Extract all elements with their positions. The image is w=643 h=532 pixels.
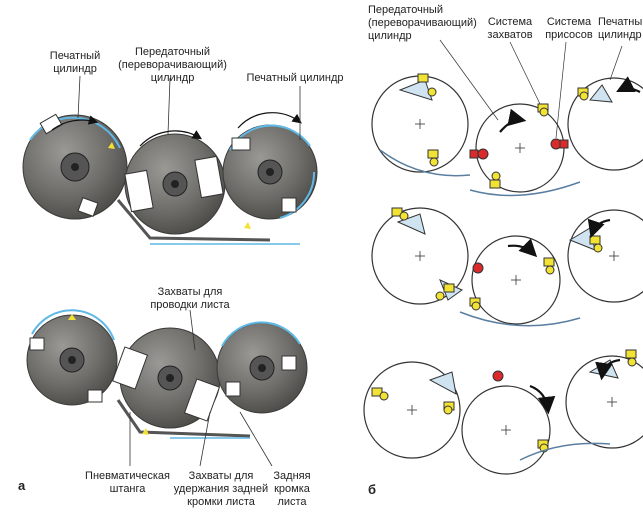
panel-a-letter: а	[18, 478, 26, 493]
transfer-cylinder-top	[116, 130, 271, 242]
print-cylinder-left-top	[22, 113, 128, 220]
panel-a-bottom	[26, 309, 308, 439]
label-print-cylinder-right: Печатный цилиндр	[246, 72, 344, 84]
panel-b-details	[371, 39, 641, 461]
label-suction-system: Система присосов	[545, 16, 593, 41]
print-cylinder-left-bottom	[26, 309, 118, 406]
label-transfer-cylinder-a: Передаточный (переворачивающий) цилиндр	[118, 46, 227, 84]
label-pneumatic-bar: Пневматическая штанга	[85, 470, 170, 495]
print-cylinder-right-bottom	[216, 321, 308, 414]
transfer-cylinder-bottom	[111, 327, 251, 438]
label-print-cylinder-b: Печатный цилиндр	[598, 16, 643, 41]
print-cylinder-right-top	[222, 112, 318, 229]
panel-a-leaders	[77, 75, 301, 467]
label-trailing-edge: Задняя кромка листа	[273, 470, 311, 508]
label-gripper-system: Система захватов	[487, 16, 533, 41]
label-grippers-guide: Захваты для проводки листа	[150, 286, 230, 311]
panel-a-top	[22, 112, 318, 245]
panel-b-letter: б	[368, 482, 377, 497]
label-transfer-cylinder-b: Передаточный (переворачивающий) цилиндр	[368, 4, 477, 42]
panel-b-cylinders	[363, 75, 643, 475]
label-print-cylinder-left: Печатный цилиндр	[49, 50, 101, 75]
label-grippers-trailing: Захваты для удержания задней кромки лист…	[173, 470, 269, 508]
